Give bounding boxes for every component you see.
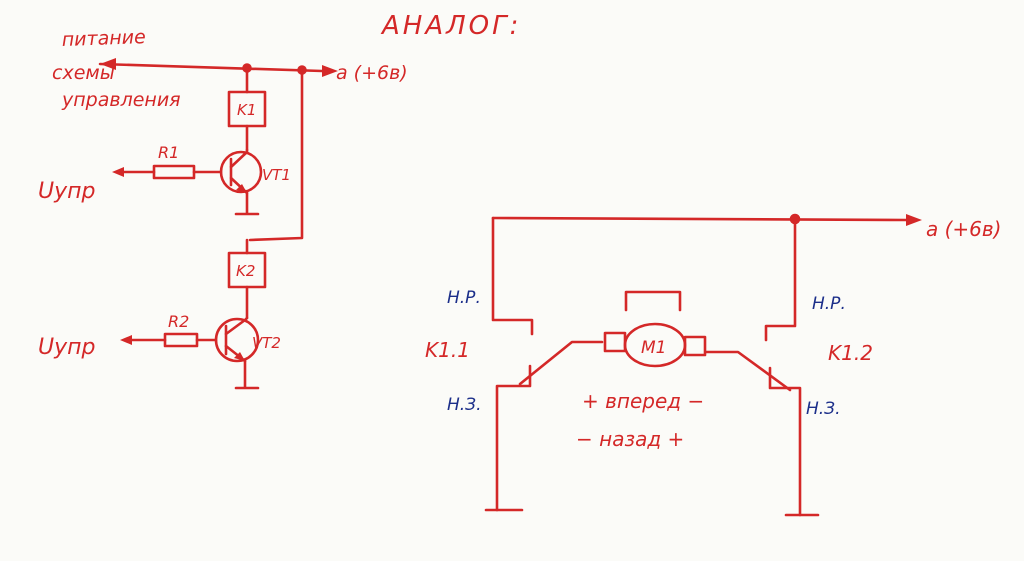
- k1-1-nc-contact: [495, 364, 532, 512]
- u-ctrl-2-label: Uупр: [38, 335, 95, 360]
- no-left-label: Н.Р.: [447, 288, 481, 308]
- motor-circuit: [484, 213, 922, 517]
- vt2-ground: [234, 359, 260, 390]
- vt1-collector: [229, 148, 249, 169]
- nc-left-label: Н.З.: [447, 395, 482, 415]
- k1-label: K1: [237, 101, 256, 119]
- no-right-label: Н.Р.: [812, 294, 846, 314]
- k1-1-label: K1.1: [425, 338, 470, 362]
- k2-label: K2: [236, 262, 255, 280]
- motor-left-terminal: [603, 331, 627, 353]
- k1-2-label: K1.2: [828, 341, 873, 365]
- k2-feed-wire: [248, 68, 304, 242]
- supply-right-arrow-icon: [322, 65, 338, 77]
- control-circuit: [98, 58, 338, 390]
- supply-left-arrow-icon: [100, 58, 116, 70]
- vt1-emitter-arrow-icon: [236, 184, 247, 193]
- u-ctrl-2-arrow-icon: [120, 335, 132, 345]
- k1-1-arm: [518, 340, 604, 386]
- top-rail-wire: [491, 216, 908, 222]
- motor-bracket: [624, 290, 682, 312]
- k1-2-no-contact: [764, 217, 797, 342]
- r1-resistor: [152, 164, 196, 180]
- vt1-label: VT1: [262, 166, 291, 184]
- supply-label-line-3: управления: [61, 89, 181, 111]
- backward-label: − назад +: [576, 427, 684, 451]
- supply-output-label: a (+6в): [336, 62, 408, 84]
- motor-label: M1: [641, 338, 666, 358]
- motor-right-terminal: [683, 335, 707, 357]
- u-ctrl-1-arrow-icon: [112, 167, 124, 177]
- top-rail-arrow-icon: [906, 214, 922, 226]
- supply-label-line-1: питание: [61, 26, 146, 51]
- vt2-emitter-arrow-icon: [234, 352, 245, 361]
- r2-label: R2: [168, 312, 189, 331]
- supply-rail-wire: [98, 62, 324, 73]
- supply-label-line-2: схемы: [52, 62, 115, 84]
- k1-1-no-contact: [491, 216, 534, 336]
- motor-supply-label: a (+6в): [926, 217, 1002, 241]
- k1-2-nc-contact: [768, 366, 802, 517]
- r2-resistor: [163, 332, 199, 348]
- k1-2-arm: [704, 350, 792, 392]
- diagram-title: АНАЛОГ:: [380, 11, 521, 41]
- u-ctrl-1-label: Uупр: [38, 179, 95, 204]
- nc-right-label: Н.З.: [806, 399, 841, 419]
- vt2-collector: [224, 316, 249, 336]
- forward-label: + вперед −: [582, 389, 704, 413]
- r1-label: R1: [158, 143, 179, 162]
- vt1-ground: [234, 191, 260, 216]
- vt2-label: VT2: [252, 334, 281, 352]
